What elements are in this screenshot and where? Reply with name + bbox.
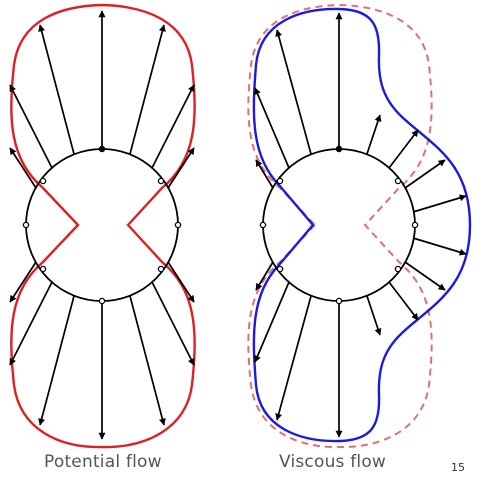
page-number: 15: [451, 461, 465, 474]
viscous-flow-panel: [247, 3, 472, 449]
viscous-pressure-curve: [252, 7, 472, 443]
potential-cylinder: [25, 148, 179, 302]
viscous-arrows: [254, 12, 467, 438]
viscous-cylinder: [262, 148, 416, 302]
potential-arrows: [9, 10, 195, 440]
potential-flow-caption: Potential flow: [44, 452, 162, 472]
potential-nodes: [22, 145, 182, 305]
viscous-flow-caption: Viscous flow: [279, 452, 387, 472]
potential-reference-dashed-curve: [247, 3, 433, 449]
potential-flow-panel: [9, 3, 196, 449]
viscous-nodes: [259, 145, 419, 305]
potential-pressure-curve: [10, 3, 196, 449]
